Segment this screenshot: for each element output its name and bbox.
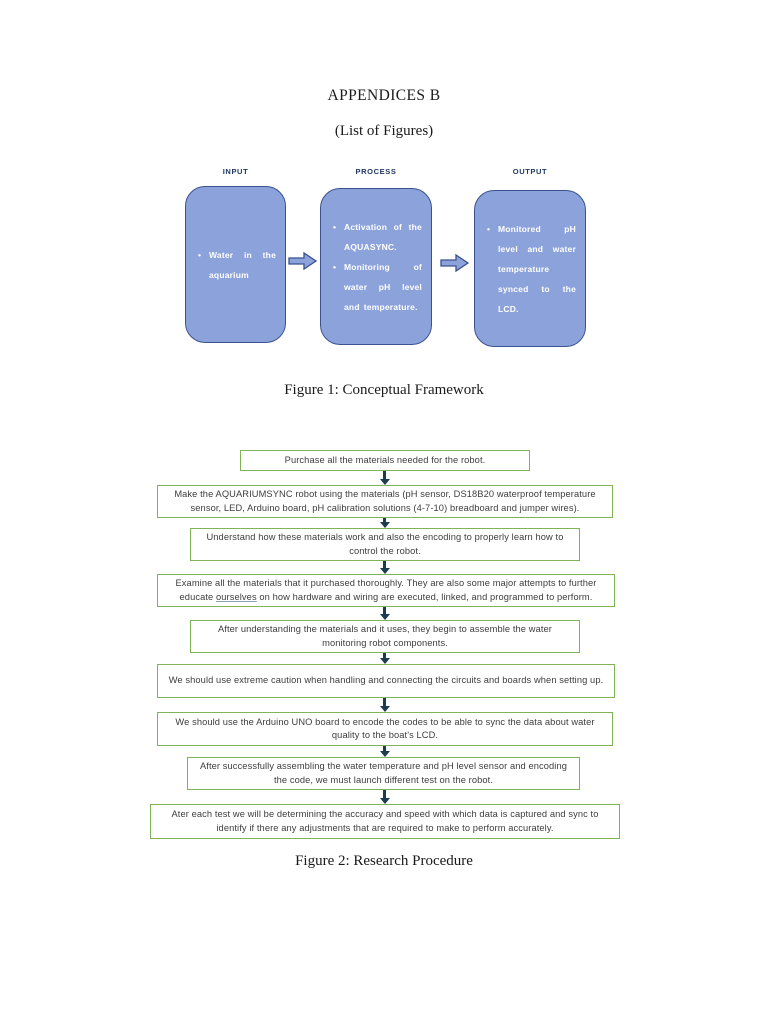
page-subtitle: (List of Figures): [334, 123, 434, 139]
process-bullet-1: Activation of the AQUASYNC.: [331, 217, 422, 257]
process-label: PROCESS: [355, 167, 397, 176]
arrow-down-icon: [379, 746, 390, 757]
flow-step-text: After understanding the materials and it…: [218, 624, 552, 648]
arrow-down-icon: [379, 790, 390, 804]
output-label: OUTPUT: [512, 167, 548, 176]
flow-step-text: After successfully assembling the water …: [199, 761, 568, 785]
arrow-down-icon: [379, 518, 390, 528]
arrow-down-icon: [379, 471, 390, 485]
arrow-down-icon: [379, 561, 390, 574]
flow-step-6: We should use extreme caution when handl…: [157, 664, 615, 698]
output-bullet: Monitored pH level and water temperature…: [485, 219, 576, 319]
arrow-down-icon: [379, 653, 390, 664]
input-box: Water in the aquarium: [185, 186, 286, 343]
arrow-right-icon: [288, 251, 318, 276]
input-label: INPUT: [222, 167, 249, 176]
flow-step-9: Ater each test we will be determining th…: [150, 804, 620, 839]
flow-step-text: Make the AQUARIUMSYNC robot using the ma…: [174, 489, 596, 513]
arrow-right-icon: [440, 253, 470, 278]
flow-step-text: Examine all the materials that it purcha…: [175, 578, 597, 602]
flow-step-text: Understand how these materials work and …: [206, 532, 564, 556]
input-bullet: Water in the aquarium: [196, 245, 276, 285]
page-title: APPENDICES B: [327, 87, 441, 104]
flow-step-2: Make the AQUARIUMSYNC robot using the ma…: [157, 485, 613, 518]
flow-step-text: Ater each test we will be determining th…: [171, 809, 599, 833]
process-bullet-2: Monitoring of water pH level and tempera…: [331, 257, 422, 317]
arrow-right-shape: [288, 251, 318, 271]
process-box: Activation of the AQUASYNC. Monitoring o…: [320, 188, 432, 345]
figure2-caption: Figure 2: Research Procedure: [295, 853, 473, 869]
underlined-word: ourselves: [216, 591, 257, 602]
flow-step-8: After successfully assembling the water …: [187, 757, 580, 790]
flow-step-7: We should use the Arduino UNO board to e…: [157, 712, 613, 746]
flow-step-1: Purchase all the materials needed for th…: [240, 450, 530, 471]
arrow-right-shape: [440, 253, 470, 273]
flow-step-3: Understand how these materials work and …: [190, 528, 580, 561]
arrow-down-icon: [379, 698, 390, 712]
flow-step-4: Examine all the materials that it purcha…: [157, 574, 615, 607]
flow-step-5: After understanding the materials and it…: [190, 620, 580, 653]
flow-step-text: Purchase all the materials needed for th…: [284, 454, 486, 465]
output-box: Monitored pH level and water temperature…: [474, 190, 586, 347]
flow-step-text: We should use extreme caution when handl…: [168, 675, 604, 686]
figure1-caption: Figure 1: Conceptual Framework: [284, 382, 484, 398]
arrow-down-icon: [379, 607, 390, 620]
flow-step-text: We should use the Arduino UNO board to e…: [175, 716, 595, 741]
